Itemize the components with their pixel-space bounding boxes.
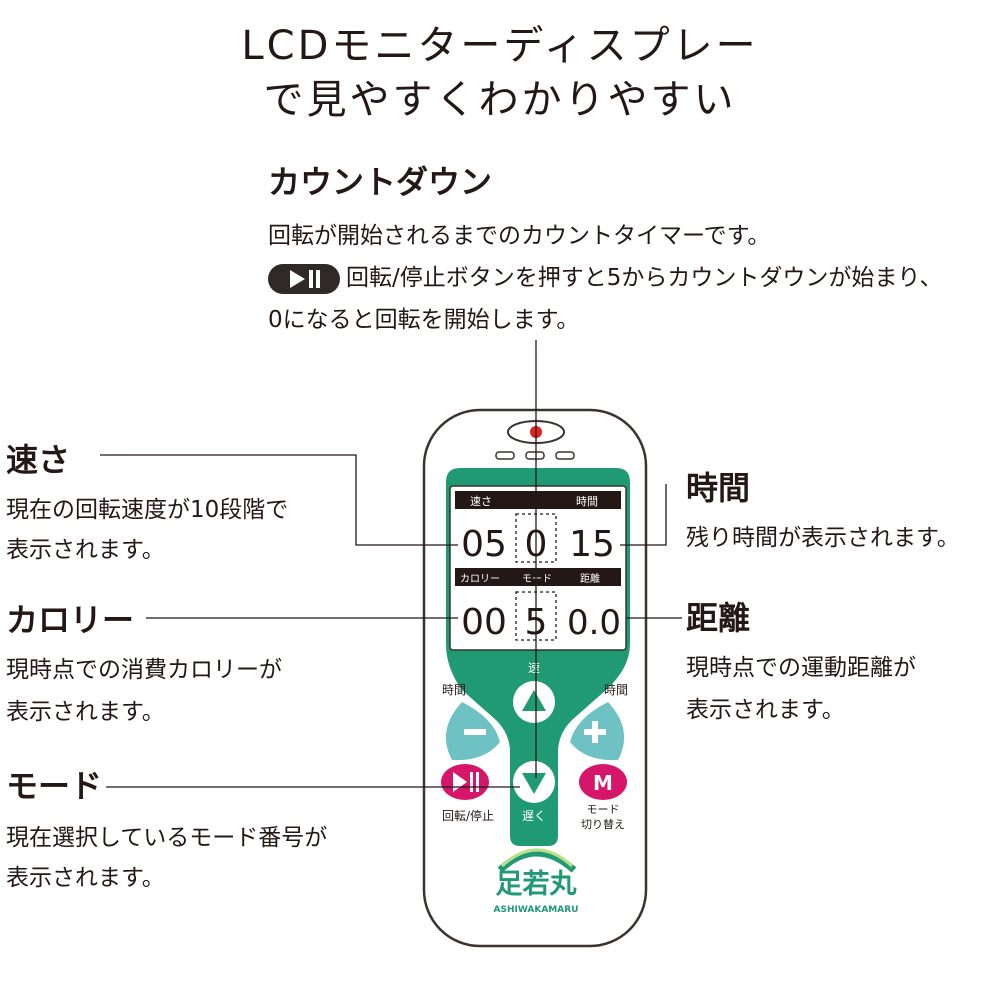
page-title-line1: LCDモニターディスプレー: [241, 23, 759, 69]
leader-line-speed: [100, 454, 458, 546]
mode-button-label-1: モード: [587, 803, 620, 816]
indicator-pill-3: [555, 451, 575, 460]
time-desc-line1: 残り時間が表示されます。: [686, 525, 960, 551]
minus-icon: [464, 729, 486, 735]
lcd-value-time: 15: [569, 524, 615, 565]
mode-button-label-2: 切り替え: [581, 817, 625, 831]
play-pause-label: 回転/停止: [442, 808, 494, 823]
speed-desc-line2: 表示されます。: [6, 537, 165, 563]
lcd-label-calorie: カロリー: [460, 573, 500, 585]
calorie-heading: カロリー: [6, 601, 135, 639]
lcd-label-time: 時間: [576, 495, 598, 508]
logo-arc-inner: [500, 848, 574, 868]
leader-line-time: [620, 484, 667, 546]
page-title-line2: で見やすくわかりやすい: [263, 77, 737, 123]
indicator-pill-2: [525, 451, 545, 460]
speed-down-label: 遅く: [522, 809, 546, 823]
countdown-desc-line1: 回転が開始されるまでのカウントタイマーです。: [268, 223, 771, 249]
pause-bar-icon-2: [476, 772, 479, 792]
lcd-label-bar-top: [455, 491, 621, 509]
lcd-label-bar-bottom: [455, 568, 621, 586]
down-arrow-icon: [522, 773, 546, 794]
pause-bar-icon-1: [470, 772, 473, 792]
countdown-desc-line2: 回転/停止ボタンを押すと5からカウントダウンが始まり、: [346, 265, 943, 291]
lcd-label-mode: モード: [522, 574, 552, 585]
speed-desc-line1: 現在の回転速度が10段階で: [6, 497, 289, 523]
time-plus-label: 時間: [604, 683, 628, 697]
distance-desc-line2: 表示されます。: [686, 697, 845, 723]
speed-up-label: 速: [528, 661, 540, 675]
calorie-desc-line1: 現時点での消費カロリーが: [6, 657, 282, 683]
mode-button-symbol: M: [593, 771, 613, 795]
lcd-value-distance: 0.0: [567, 603, 621, 643]
time-heading: 時間: [686, 469, 751, 507]
countdown-desc-line3: 0になると回転を開始します。: [268, 307, 580, 333]
brand-logo-text: 足若丸: [496, 869, 577, 900]
mode-button: [579, 764, 627, 800]
countdown-desc-line2-row: 回転/停止ボタンを押すと5からカウントダウンが始まり、: [268, 258, 942, 298]
lcd-value-speed: 05: [461, 524, 507, 565]
countdown-heading: カウントダウン: [268, 163, 493, 201]
speed-heading: 速さ: [6, 441, 71, 479]
calorie-desc-line2: 表示されます。: [6, 699, 165, 725]
up-arrow-icon: [522, 690, 546, 711]
logo-arc: [497, 849, 577, 873]
mode-heading: モード: [6, 767, 103, 805]
play-pause-icon: [268, 263, 340, 294]
distance-desc-line1: 現時点での運動距離が: [686, 655, 916, 681]
mode-desc-line2: 表示されます。: [6, 865, 165, 891]
time-minus-label: 時間: [442, 683, 466, 697]
brand-name-text: ASHIWAKAMARU: [494, 905, 579, 915]
lcd-value-calorie: 00: [461, 602, 507, 643]
plus-icon-v: [592, 721, 598, 743]
lcd-label-distance: 距離: [580, 572, 600, 585]
mode-desc-line1: 現在選択しているモード番号が: [6, 825, 328, 851]
indicator-pill-1: [495, 451, 515, 460]
lcd-label-speed: 速さ: [470, 495, 492, 508]
distance-heading: 距離: [686, 599, 751, 637]
